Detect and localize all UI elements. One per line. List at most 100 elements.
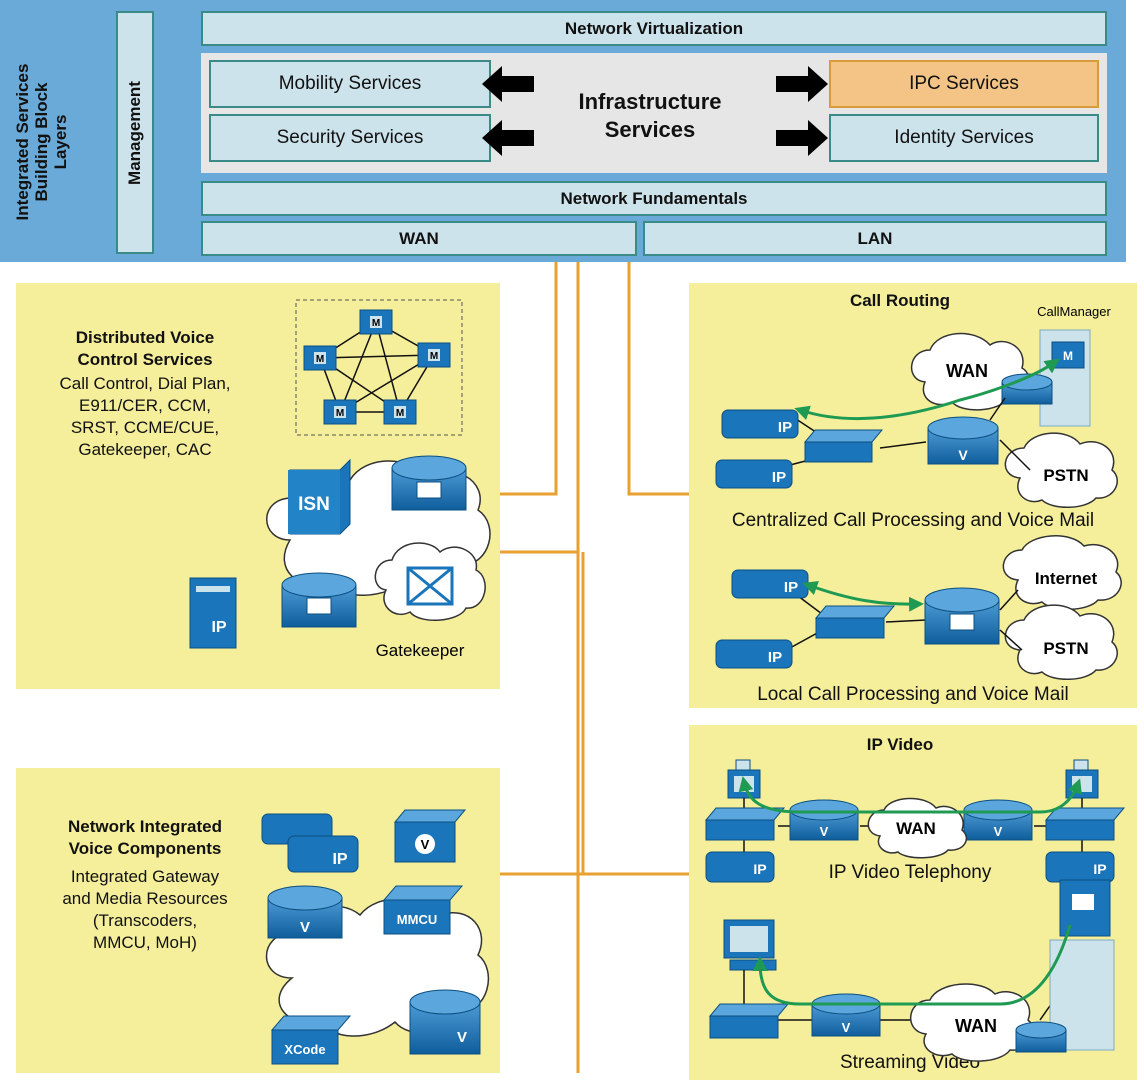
distributed-title-line-1: Distributed Voice [75, 328, 215, 347]
svg-text:M: M [1063, 349, 1073, 363]
pstn-cloud-bottom-icon [1004, 604, 1118, 680]
local-voice-router-icon [924, 587, 1000, 645]
local-phone-top-icon: IP [731, 569, 809, 599]
voice-mux-router-icon: V [409, 989, 481, 1055]
lan-bar: LAN [643, 221, 1107, 256]
svg-text:IP: IP [768, 649, 782, 666]
pstn-cloud-top-icon [1004, 432, 1118, 508]
svg-text:V: V [457, 1029, 467, 1046]
connector-to-call-routing [627, 262, 689, 496]
distributed-text-line-2: E911/CER, CCM, [79, 396, 211, 415]
streaming-video-caption: Streaming Video [839, 1052, 981, 1073]
ip-video-telephony-caption: IP Video Telephony [828, 862, 992, 883]
integrated-voice-title: Network Integrated Voice Components [20, 816, 270, 860]
arrow-right-identity-icon [776, 120, 828, 156]
svg-text:IP: IP [784, 579, 798, 596]
infrastructure-title-line-1: Infrastructure [578, 89, 722, 114]
infrastructure-services-title: Infrastructure Services [540, 88, 760, 144]
internet-cloud-icon [1002, 535, 1122, 610]
arrow-left-security-icon [482, 120, 534, 156]
svg-text:IP: IP [772, 469, 786, 486]
svg-text:ISN: ISN [298, 494, 330, 515]
management-bar [116, 11, 154, 254]
svg-text:IP: IP [778, 419, 792, 436]
voice-gateway-router-icon: V [267, 885, 343, 939]
connector-to-integrated [500, 262, 580, 1073]
centralized-router-icon: V [927, 416, 999, 465]
pstn-label-top: PSTN [1043, 466, 1088, 485]
infrastructure-title-line-2: Services [604, 117, 696, 142]
integrated-text-line-4: MMCU, MoH) [93, 933, 197, 952]
wan-bar: WAN [201, 221, 637, 256]
svg-text:IP: IP [332, 851, 347, 868]
local-call-caption: Local Call Processing and Voice Mail [757, 684, 1069, 705]
voice-switch-icon: V [393, 809, 467, 863]
call-routing-title: Call Routing [849, 291, 951, 310]
arrow-left-mobility-icon [482, 66, 534, 102]
callmanager-node-icon: M [359, 309, 393, 335]
svg-text:MMCU: MMCU [397, 912, 437, 927]
mobility-services-box: Mobility Services [209, 60, 491, 108]
integrated-text-line-2: and Media Resources [62, 889, 228, 908]
streaming-green-arrow [752, 924, 1072, 1006]
voice-router-bottom-icon [281, 572, 357, 628]
ip-video-title: IP Video [866, 735, 934, 754]
call-routing-wan-label: WAN [946, 361, 988, 381]
cluster-box [295, 299, 463, 436]
centralized-call-caption: Centralized Call Processing and Voice Ma… [731, 510, 1095, 531]
distributed-title-line-2: Control Services [77, 350, 213, 369]
infrastructure-arrows [482, 66, 828, 156]
centralized-phone-top-icon: IP [721, 409, 799, 439]
connector-to-distributed [500, 262, 558, 496]
callmanager-nodes: M M M M M [303, 309, 451, 425]
integrated-text-line-3: (Transcoders, [92, 911, 198, 930]
callmanager-node-icon: M [417, 342, 451, 368]
svg-text:IP: IP [753, 861, 766, 877]
voice-router-top-icon [391, 455, 467, 511]
streaming-workstation-icon [723, 919, 777, 971]
mmcu-switch-icon: MMCU [382, 885, 464, 935]
network-fundamentals-bar: Network Fundamentals [201, 181, 1107, 216]
internet-label: Internet [1035, 569, 1098, 588]
svg-text:M: M [336, 408, 344, 419]
isn-server-icon: ISN [288, 458, 351, 535]
sip-server-icon: IP [189, 577, 237, 649]
cluster-mesh [319, 321, 435, 413]
centralized-switch-icon [803, 429, 884, 463]
svg-text:M: M [396, 408, 404, 419]
distributed-voice-description: Call Control, Dial Plan, E911/CER, CCM, … [18, 373, 272, 461]
callmanager-node-icon: M [323, 399, 357, 425]
svg-text:M: M [372, 318, 380, 329]
video-camera-right-icon [1065, 759, 1099, 799]
streaming-switch-icon [708, 1003, 790, 1039]
video-camera-left-icon [727, 759, 761, 799]
svg-text:V: V [820, 824, 829, 839]
integrated-title-line-2: Voice Components [68, 839, 222, 858]
local-phone-bottom-icon: IP [715, 639, 793, 669]
video-router-right-icon: V [963, 799, 1033, 841]
svg-text:XCode: XCode [284, 1042, 325, 1057]
video-phone-right-icon: IP [1045, 851, 1115, 883]
video-phone-left-icon: IP [705, 851, 775, 883]
streaming-wan-label: WAN [955, 1016, 997, 1036]
video-router-left-icon: V [789, 799, 859, 841]
callmanager-node-icon: M [303, 345, 337, 371]
centralized-phone-bottom-icon: IP [715, 459, 793, 489]
svg-text:V: V [300, 919, 310, 936]
video-telephony-green-arrow [738, 776, 1082, 814]
svg-text:V: V [842, 1020, 851, 1035]
network-virtualization-bar: Network Virtualization [201, 11, 1107, 46]
distributed-text-line-4: Gatekeeper, CAC [78, 440, 212, 459]
svg-text:V: V [421, 837, 430, 852]
gatekeeper-label: Gatekeeper [376, 641, 465, 660]
callmanager-node-icon: M [383, 399, 417, 425]
integrated-voice-description: Integrated Gateway and Media Resources (… [20, 866, 270, 954]
arrow-right-ipc-icon [776, 66, 828, 102]
svg-text:V: V [994, 824, 1003, 839]
distributed-text-line-1: Call Control, Dial Plan, [59, 374, 231, 393]
pstn-label-bottom: PSTN [1043, 639, 1088, 658]
identity-services-box: Identity Services [829, 114, 1099, 162]
local-switch-icon [814, 605, 896, 639]
svg-text:V: V [958, 447, 968, 463]
